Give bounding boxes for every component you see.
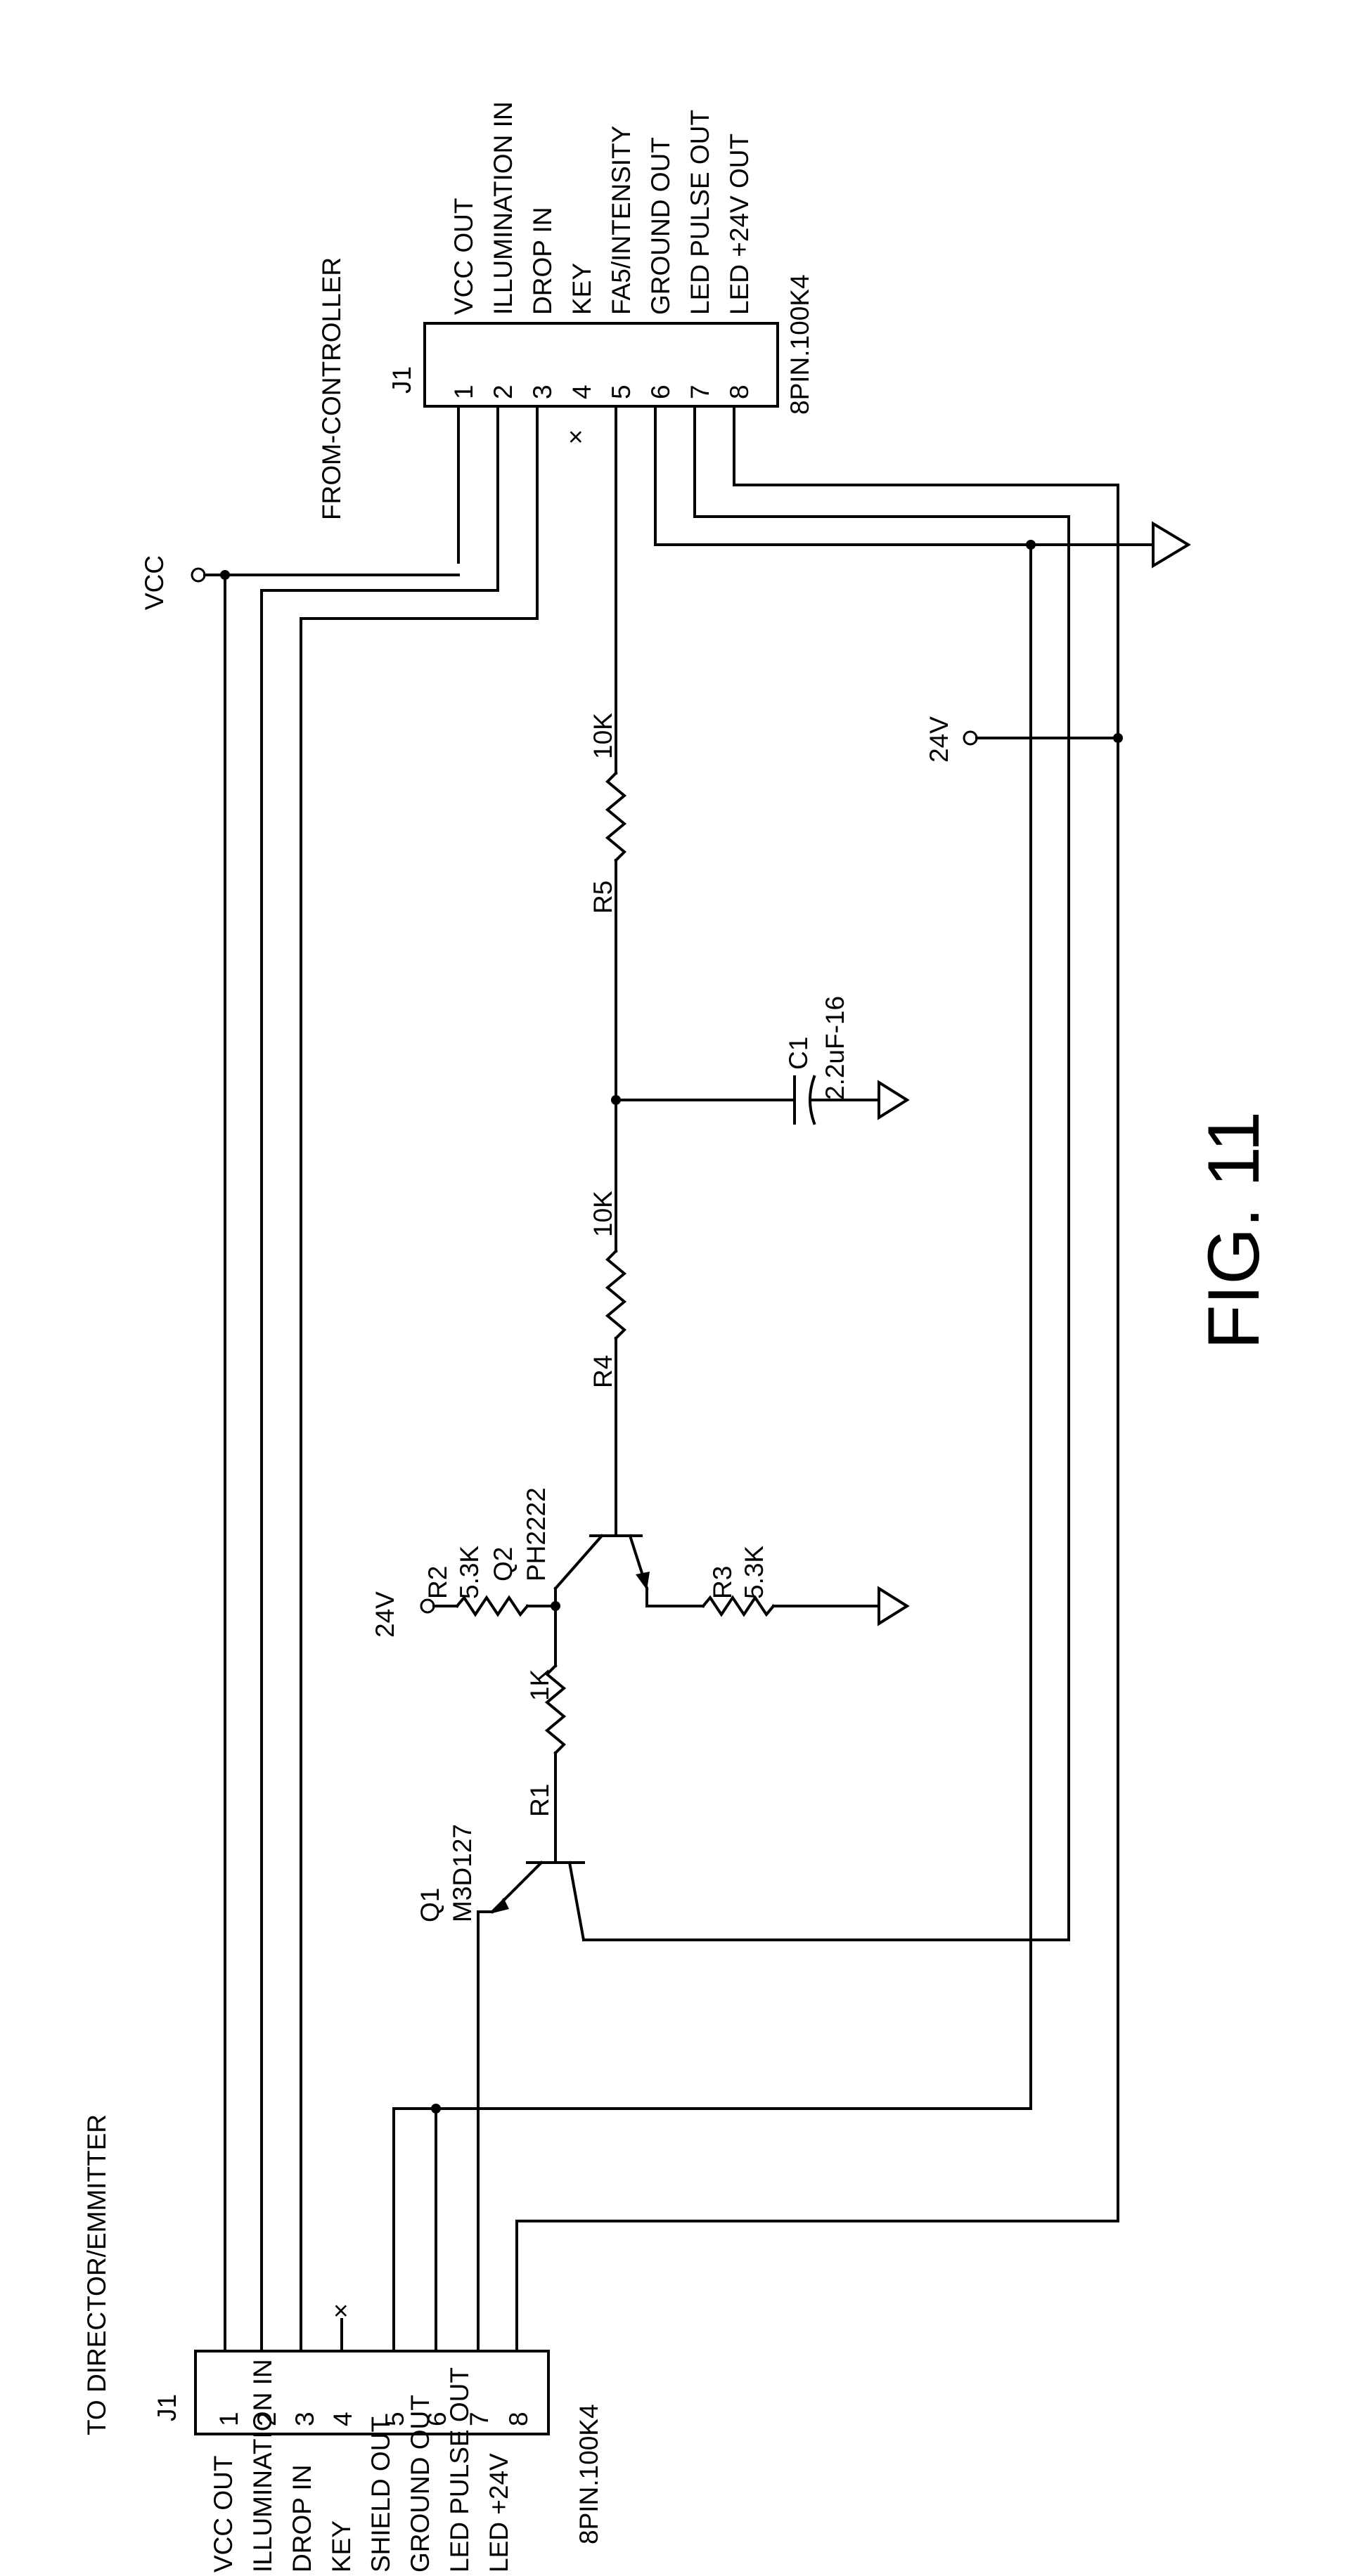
24v-terminal-top: [964, 732, 977, 744]
from-connector-part: 8PIN.100K4: [785, 274, 814, 415]
r1-value: 1K: [525, 1669, 554, 1701]
to-signal-4: KEY: [327, 2520, 356, 2572]
c1-ground-symbol: [879, 1082, 907, 1118]
from-pin-1: 1: [449, 384, 478, 399]
from-pin-2: 2: [489, 384, 518, 399]
r1-branch: [547, 1606, 564, 1863]
from-signal-5: FA5/INTENSITY: [607, 126, 636, 315]
from-signal-3: DROP IN: [528, 207, 557, 315]
passthrough-wires-right: [394, 2104, 1118, 2351]
to-pin-1: 1: [214, 2412, 243, 2426]
to-signal-6: GROUND OUT: [406, 2395, 435, 2572]
24v-junction-dot: [1113, 733, 1123, 743]
from-pin-3: 3: [528, 384, 557, 399]
to-connector-ref: J1: [153, 2394, 181, 2421]
q1-value: M3D127: [448, 1824, 477, 1922]
q1-ref: Q1: [416, 1888, 444, 1922]
r5-value: 10K: [589, 713, 617, 759]
to-connector-title: TO DIRECTOR/EMMITTER: [82, 2114, 111, 2435]
r3-ground-symbol: [879, 1588, 907, 1624]
from-connector: 1 2 3 4 5 6 7 8 VCC OUT ILLUMINATION IN …: [317, 101, 814, 520]
24v-label-r2: 24V: [371, 1591, 399, 1638]
ground-out-symbol: [1153, 524, 1188, 566]
from-pin-4-no-connect-mark: ×: [568, 422, 584, 451]
intensity-trunk: [608, 703, 624, 1525]
led-lines: [695, 485, 1123, 2221]
c1-ref: C1: [784, 1037, 813, 1070]
r4-ref: R4: [589, 1355, 617, 1388]
r2-resistor: [457, 1598, 527, 1614]
to-connector-part: 8PIN.100K4: [574, 2404, 603, 2544]
ground-junction-dot: [1026, 540, 1036, 550]
r5-resistor: [608, 773, 624, 860]
r2-value: 5.3K: [455, 1546, 484, 1599]
from-signal-2: ILLUMINATION IN: [489, 101, 518, 315]
r3-value: 5.3K: [740, 1546, 769, 1599]
vcc-terminal: [192, 569, 205, 581]
q1-stage: [478, 1863, 1069, 2351]
c1-value: 2.2uF-16: [821, 996, 849, 1100]
from-pin-5: 5: [607, 384, 636, 399]
to-signal-5: SHIELD OUT: [366, 2416, 395, 2572]
q2-ref: Q2: [489, 1547, 518, 1581]
from-signal-7: LED PULSE OUT: [686, 110, 714, 315]
from-pin-6: 6: [646, 384, 675, 399]
from-pin-4: 4: [567, 384, 596, 399]
to-pin-8: 8: [504, 2412, 533, 2426]
to-pin-3: 3: [290, 2412, 319, 2426]
from-signal-8: LED +24V OUT: [725, 134, 754, 315]
r4-value: 10K: [589, 1191, 617, 1237]
vcc-label: VCC: [140, 555, 169, 610]
q2-value: PH2222: [522, 1487, 551, 1581]
from-signal-4: KEY: [567, 263, 596, 315]
to-pin-4: 4: [328, 2412, 357, 2426]
r3-resistor: [703, 1598, 773, 1614]
ground-bus: [655, 524, 1188, 2109]
from-connector-stubs: [458, 406, 734, 703]
vcc-rail: VCC: [140, 555, 458, 610]
r2-ref: R2: [423, 1566, 452, 1599]
passthrough-wires-left: [225, 575, 537, 2351]
r4-resistor: [608, 1251, 624, 1338]
to-signal-1: VCC OUT: [209, 2456, 238, 2573]
r1-ref: R1: [525, 1784, 554, 1817]
to-pin-4-no-connect-mark: ×: [333, 2296, 349, 2325]
24v-label-top: 24V: [925, 716, 953, 763]
from-connector-ref: J1: [387, 366, 416, 394]
r3-ref: R3: [708, 1566, 737, 1599]
to-signal-7: LED PULSE OUT: [445, 2367, 474, 2572]
from-signal-6: GROUND OUT: [646, 137, 675, 315]
to-signal-2: ILLUMINATION IN: [248, 2359, 277, 2572]
shield-ground-junction: [431, 2104, 441, 2114]
c1-capacitor: [616, 1077, 907, 1123]
to-signal-8: LED +24V: [484, 2453, 513, 2572]
24v-terminal-r2: [421, 1600, 434, 1612]
from-signal-1: VCC OUT: [449, 198, 478, 316]
r5-ref: R5: [589, 881, 617, 914]
to-signal-3: DROP IN: [288, 2464, 316, 2572]
q1-emitter-arrow: [492, 1898, 509, 1913]
from-pin-8: 8: [725, 384, 754, 399]
from-pin-7: 7: [686, 384, 714, 399]
figure-label: FIG. 11: [1193, 1111, 1275, 1350]
from-connector-title: FROM-CONTROLLER: [317, 257, 346, 520]
